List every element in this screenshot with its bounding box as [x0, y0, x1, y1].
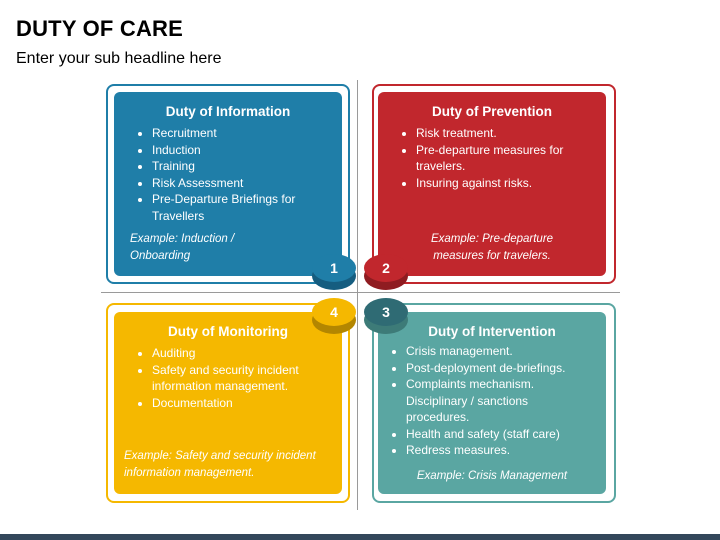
list-item: Insuring against risks. — [416, 175, 592, 192]
list-item: Redress measures. — [406, 442, 592, 459]
list-item: Pre-Departure Briefings for Travellers — [152, 191, 328, 224]
list-item: Risk treatment. — [416, 125, 592, 142]
quadrant-prevention-card: Duty of Prevention Risk treatment. Pre-d… — [378, 92, 606, 276]
quadrant-monitoring-title: Duty of Monitoring — [168, 324, 288, 339]
quadrant-monitoring-card: Duty of Monitoring Auditing Safety and s… — [114, 312, 342, 494]
quadrant-information-title: Duty of Information — [165, 104, 291, 119]
quadrant-intervention-title: Duty of Intervention — [428, 324, 556, 339]
list-item: Complaints mechanism. Disciplinary / san… — [406, 376, 592, 426]
quadrant-prevention-title: Duty of Prevention — [431, 104, 552, 119]
quadrant-intervention-list: Crisis management. Post-deployment de-br… — [388, 343, 592, 459]
quadrant-intervention-card: Duty of Intervention Crisis management. … — [378, 312, 606, 494]
quadrant-monitoring-example: Example: Safety and security incident in… — [124, 450, 316, 479]
badge-3: 3 — [364, 298, 408, 334]
list-item: Post-deployment de-briefings. — [406, 360, 592, 377]
quadrant-prevention-example: Example: Pre-departure measures for trav… — [430, 233, 554, 262]
horizontal-axis-line — [101, 292, 620, 293]
quadrant-monitoring-list: Auditing Safety and security incident in… — [128, 345, 328, 411]
badge-number-3: 3 — [364, 298, 408, 326]
page-subtitle: Enter your sub headline here — [16, 50, 222, 67]
quadrant-prevention-list: Risk treatment. Pre-departure measures f… — [392, 125, 592, 191]
footer-bar — [0, 534, 720, 540]
quadrant-information-example: Example: Induction / Onboarding — [130, 233, 235, 262]
quadrant-intervention-example: Example: Crisis Management — [416, 470, 568, 482]
badge-number-4: 4 — [312, 298, 356, 326]
quadrant-information-card: Duty of Information Recruitment Inductio… — [114, 92, 342, 276]
badge-4: 4 — [312, 298, 356, 334]
list-item: Documentation — [152, 395, 328, 412]
list-item: Risk Assessment — [152, 175, 328, 192]
list-item: Recruitment — [152, 125, 328, 142]
vertical-axis-line — [357, 80, 358, 510]
list-item: Crisis management. — [406, 343, 592, 360]
page-title: DUTY OF CARE — [16, 16, 184, 41]
list-item: Safety and security incident information… — [152, 362, 328, 395]
list-item: Training — [152, 158, 328, 175]
list-item: Pre-departure measures for travelers. — [416, 142, 592, 175]
badge-2: 2 — [364, 254, 408, 290]
list-item: Health and safety (staff care) — [406, 426, 592, 443]
list-item: Auditing — [152, 345, 328, 362]
badge-number-2: 2 — [364, 254, 408, 282]
list-item: Induction — [152, 142, 328, 159]
badge-1: 1 — [312, 254, 356, 290]
quadrant-information-list: Recruitment Induction Training Risk Asse… — [128, 125, 328, 224]
badge-number-1: 1 — [312, 254, 356, 282]
